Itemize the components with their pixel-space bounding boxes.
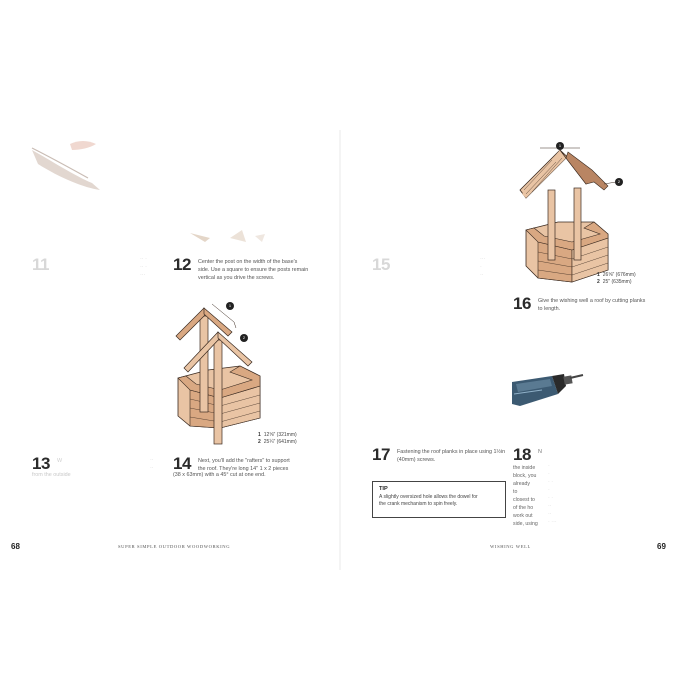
drill-image	[512, 374, 584, 406]
step-18-continuation: the inside block, you already to closest…	[513, 465, 538, 527]
step-number: 15	[372, 255, 390, 274]
well-roof-illustration	[519, 142, 623, 283]
step-text: Next, you'll add the "rafters" to suppor…	[198, 458, 290, 472]
page-number-right: 69	[657, 542, 666, 551]
callout-2: 2	[242, 335, 246, 340]
step-number: 12	[173, 255, 191, 274]
well-frame-illustration	[175, 302, 261, 445]
tip-heading: TIP	[379, 486, 388, 492]
tip-box: TIP A slightly oversized hole allows the…	[372, 481, 506, 518]
step-number: 13	[32, 454, 50, 473]
tip-text: A slightly oversized hole allows the dow…	[379, 494, 478, 507]
page-gutter	[339, 130, 341, 570]
step-14-trailing: (38 x 63mm) with a 45° cut at one end.	[173, 472, 266, 478]
running-title-right: WISHING WELL	[490, 544, 531, 549]
step-number: 14	[173, 454, 191, 473]
page-number-left: 68	[11, 542, 20, 551]
running-title-left: SUPER SIMPLE OUTDOOR WOODWORKING	[118, 544, 231, 549]
step-number: 16	[513, 294, 531, 313]
callout-1: 1	[228, 303, 232, 308]
callout-1: 1	[558, 143, 562, 148]
step-number: 11	[32, 255, 49, 274]
faded-text: ····	[150, 457, 154, 471]
hand-photo	[31, 141, 265, 242]
step-13-trailing: from the outside	[32, 472, 71, 478]
faded-text: ······	[480, 256, 486, 278]
step-text: Give the wishing well a roof by cutting …	[538, 298, 646, 312]
step-text: N	[538, 449, 542, 455]
step-text: Center the post on the width of the base…	[198, 259, 309, 281]
faded-text: ··· ··· ······ ···	[548, 463, 557, 525]
step-text: W	[57, 458, 63, 464]
faded-text: ·· ··· ····	[140, 256, 147, 278]
step-number: 17	[372, 445, 390, 464]
step-number: 18	[513, 445, 531, 464]
callout-2: 2	[617, 179, 621, 184]
step-text: Fastening the roof planks in place using…	[397, 449, 506, 463]
